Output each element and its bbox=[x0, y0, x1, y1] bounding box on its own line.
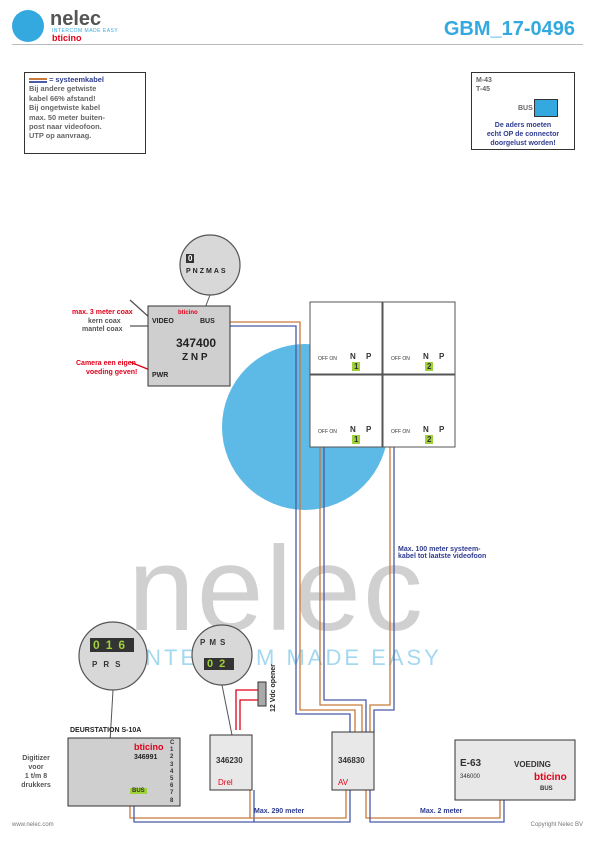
power-supply-code: 346000 bbox=[460, 774, 481, 780]
camera-module-brand: bticino bbox=[178, 310, 198, 316]
power-supply-body bbox=[454, 739, 576, 801]
video-label: VIDEO bbox=[152, 318, 174, 325]
phone-4-n: N bbox=[423, 425, 429, 434]
camera-switch-value: 0 bbox=[186, 254, 195, 263]
model-t45: T-45 bbox=[476, 86, 491, 93]
camera-bus-label: BUS bbox=[200, 318, 215, 325]
module-346830-label: AV bbox=[338, 778, 349, 787]
camera-power-label: Camera een eigen bbox=[76, 360, 136, 367]
watermark-tagline: INTERCOM MADE EASY bbox=[136, 645, 442, 670]
camera-module-body bbox=[147, 305, 231, 387]
cable-note: = systeemkabel Bij andere getwiste kabel… bbox=[24, 72, 146, 154]
watermark-text: nelec bbox=[128, 522, 425, 656]
power-supply-brand: bticino bbox=[534, 772, 567, 783]
phone-4-switch: OFF ON bbox=[391, 429, 410, 435]
phone-1-number: 1 bbox=[352, 362, 361, 371]
phone-2-switch: OFF ON bbox=[391, 356, 410, 362]
module-346830-body bbox=[331, 731, 375, 791]
module-346830-model: 346830 bbox=[338, 756, 365, 765]
zoom-circles bbox=[78, 234, 253, 691]
door-station-model: 346991 bbox=[134, 754, 158, 761]
phone-4-p: P bbox=[439, 425, 445, 434]
phone-3-number: 1 bbox=[352, 435, 361, 444]
system-cables bbox=[129, 299, 505, 823]
door-zoom-digits: 016 bbox=[90, 638, 135, 652]
door-station-brand: bticino bbox=[134, 742, 164, 752]
distance-290: Max. 290 meter bbox=[254, 808, 305, 815]
camera-dip-labels: PNZMAS bbox=[186, 268, 228, 275]
cable-legend: = systeemkabel bbox=[29, 75, 141, 84]
door-zoom-letters: PRS bbox=[92, 660, 127, 669]
phone-1-n: N bbox=[350, 352, 356, 361]
coax-shield-label: mantel coax bbox=[82, 326, 123, 333]
cable-note-line: max. 50 meter buiten- bbox=[29, 112, 105, 122]
phone-2-number: 2 bbox=[425, 362, 434, 371]
door-station-title: DEURSTATION S-10A bbox=[70, 727, 142, 734]
nelec-logo-icon bbox=[12, 10, 44, 42]
logo-brand: bticino bbox=[52, 33, 82, 43]
cable-note-line: UTP op aanvraag. bbox=[29, 131, 92, 141]
phone-grid bbox=[309, 301, 456, 448]
opener-label: 12 Vdc opener bbox=[270, 664, 277, 712]
coax-core-label: kern coax bbox=[88, 318, 121, 325]
module-346230-body bbox=[209, 734, 253, 791]
cable-note-line: Bij andere getwiste bbox=[29, 84, 97, 94]
cable-note-line: post naar videofoon. bbox=[29, 122, 102, 132]
power-supply-model: E-63 bbox=[460, 758, 482, 769]
footer-website: www.nelec.com bbox=[12, 822, 54, 828]
logo-name: nelec bbox=[50, 8, 102, 30]
bus-connector-note: M-43 T-45 BUS De aders moeten echt OP de… bbox=[471, 72, 575, 150]
phone-1-p: P bbox=[366, 352, 372, 361]
bus-label: BUS bbox=[518, 105, 533, 112]
relay-zoom-digits: 02 bbox=[204, 658, 235, 670]
pwr-label: PWR bbox=[152, 372, 169, 379]
camera-module-model: 347400 bbox=[176, 336, 217, 350]
coax-max-label: max. 3 meter coax bbox=[72, 309, 133, 316]
distance-2: Max. 2 meter bbox=[420, 808, 463, 815]
system-cable-max-label: Max. 100 meter systeem- kabel tot laatst… bbox=[398, 546, 487, 560]
phone-2-p: P bbox=[439, 352, 445, 361]
logo-tagline: INTERCOM MADE EASY bbox=[52, 28, 119, 34]
phone-2-n: N bbox=[423, 352, 429, 361]
relay-zoom-letters: PMS bbox=[200, 638, 230, 647]
camera-terminals: Z N P bbox=[182, 352, 208, 363]
phone-3-n: N bbox=[350, 425, 356, 434]
cable-note-line: Bij ongetwiste kabel bbox=[29, 103, 101, 113]
phone-4-number: 2 bbox=[425, 435, 434, 444]
model-m43: M-43 bbox=[476, 77, 492, 84]
document-number: GBM_17-0496 bbox=[443, 18, 575, 40]
cable-note-line: kabel 66% afstand! bbox=[29, 93, 96, 103]
footer-copyright: Copyright Nelec BV bbox=[530, 822, 583, 828]
module-346230-label: Drel bbox=[218, 778, 233, 787]
bus-note-text: De aders moeten echt OP de connector doo… bbox=[486, 122, 560, 147]
camera-power-label-2: voeding geven! bbox=[86, 369, 138, 376]
phone-3-switch: OFF ON bbox=[318, 429, 337, 435]
door-station-body bbox=[67, 737, 181, 807]
phone-3-p: P bbox=[366, 425, 372, 434]
door-station-bus: BUS bbox=[130, 788, 147, 794]
power-supply-bus: BUS bbox=[540, 786, 553, 792]
phone-1-switch: OFF ON bbox=[318, 356, 337, 362]
power-supply-title: VOEDING bbox=[514, 760, 551, 769]
header-divider bbox=[12, 44, 583, 45]
bus-connector-icon bbox=[534, 99, 558, 117]
module-346230-model: 346230 bbox=[216, 756, 243, 765]
door-opener-icon bbox=[257, 681, 267, 707]
